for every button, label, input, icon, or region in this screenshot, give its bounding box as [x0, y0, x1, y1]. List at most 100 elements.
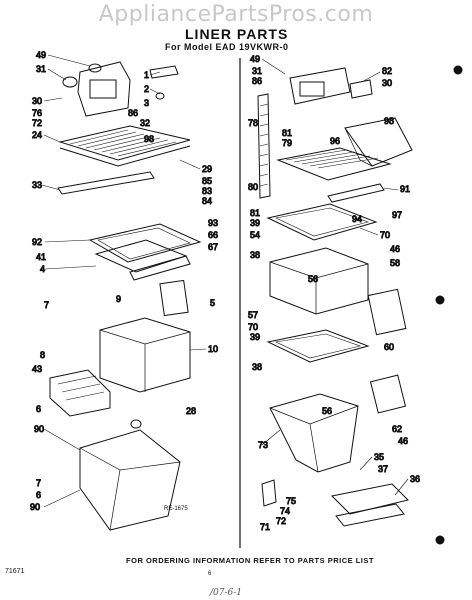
callout: 70: [248, 322, 258, 332]
drawer-bin: [99, 317, 191, 393]
callout: 54: [250, 230, 260, 240]
drawing-code: RE-1675: [164, 506, 188, 512]
callout: 6: [36, 404, 41, 414]
glass-shelf-right: [266, 203, 378, 241]
callout: 67: [208, 242, 218, 252]
control-panel-window: [89, 79, 117, 99]
callout: 31: [36, 64, 46, 74]
top-wire-shelf: [58, 125, 191, 161]
shelf-rail: [129, 255, 191, 281]
callout: 35: [374, 452, 384, 462]
drawer-front-panel: [367, 288, 407, 336]
callout: 49: [36, 50, 46, 60]
shelf-ladder-rail: [257, 93, 271, 199]
callout: 56: [322, 406, 332, 416]
callout: 72: [32, 118, 42, 128]
drawer-front-lower: [369, 374, 407, 414]
callout: 7: [44, 300, 49, 310]
hinge-bracket: [261, 479, 277, 507]
shelf-trim-strip: [57, 171, 155, 195]
shelf-end-cap: [159, 279, 189, 317]
shelf-trim-bottom: [335, 503, 405, 527]
lower-crisper-drawer: [269, 393, 359, 473]
callout: 46: [390, 244, 400, 254]
callout: 78: [248, 118, 258, 128]
corner-dot: [435, 535, 445, 545]
callout-labels: 49 31 30 76 72 24 1 2 3 86 32 98 29 85 8…: [30, 50, 421, 533]
callout: 5: [210, 298, 215, 308]
callout: 39: [250, 332, 260, 342]
corner-dot: [435, 295, 445, 305]
callout: 43: [32, 364, 42, 374]
callout: 3: [144, 98, 149, 108]
glass-shelf-lower: [266, 329, 370, 363]
callout: 29: [202, 164, 212, 174]
screw-part: [155, 92, 165, 100]
callout: 36: [410, 474, 420, 484]
callout: 1: [144, 70, 149, 80]
callout: 32: [140, 118, 150, 128]
callout: 49: [250, 54, 260, 64]
control-housing: [77, 61, 131, 117]
callout: 9: [116, 294, 121, 304]
glass-panel-bottom: [330, 483, 409, 515]
callout: 83: [202, 186, 212, 196]
callout: 56: [308, 274, 318, 284]
bracket-right: [349, 79, 373, 99]
callout: 7: [36, 478, 41, 488]
callout: 72: [276, 516, 286, 526]
shelf-front-rail: [59, 145, 191, 167]
control-housing-right: [289, 67, 351, 105]
callout: 71: [260, 522, 270, 532]
callout: 57: [248, 310, 258, 320]
callout: 41: [36, 252, 46, 262]
callout: 60: [384, 342, 394, 352]
callout: 39: [250, 218, 260, 228]
callout: 81: [282, 128, 292, 138]
callout: 92: [32, 237, 42, 247]
callout: 33: [32, 180, 42, 190]
storage-bin: [79, 429, 181, 531]
callout: 24: [32, 130, 42, 140]
callout: 66: [208, 230, 218, 240]
callout: 37: [378, 464, 388, 474]
callout: 80: [248, 182, 258, 192]
page-mark: 6: [208, 571, 212, 577]
callout: 30: [32, 96, 42, 106]
callout: 30: [382, 78, 392, 88]
callout: 84: [202, 196, 212, 206]
wire-shelf-right: [276, 147, 392, 181]
deli-bin: [344, 117, 413, 167]
callout: 6: [36, 490, 41, 500]
leader-lines: [41, 54, 409, 508]
callout: 38: [252, 362, 262, 372]
trim-strip-right: [327, 183, 385, 203]
callout: 76: [32, 108, 42, 118]
callout: 10: [208, 344, 218, 354]
crisper-drawer: [269, 247, 369, 315]
callout: 96: [330, 136, 340, 146]
callout: 28: [186, 406, 196, 416]
callout: 98: [144, 134, 154, 144]
callout: 91: [400, 184, 410, 194]
callout: 97: [392, 210, 402, 220]
callout: 2: [144, 84, 149, 94]
callout: 70: [380, 230, 390, 240]
callout: 58: [390, 258, 400, 268]
handwritten-mark: /07-6-1: [210, 588, 243, 598]
callout: 73: [258, 440, 268, 450]
ordering-note: FOR ORDERING INFORMATION REFER TO PARTS …: [126, 556, 374, 565]
watermark: AppliancePartsPros.com: [98, 2, 374, 27]
callout: 74: [280, 506, 290, 516]
callout: 86: [128, 108, 138, 118]
control-panel-right: [299, 81, 325, 97]
callout: 86: [252, 76, 262, 86]
sheet-code: 71671: [5, 568, 25, 575]
model-subtitle: For Model EAD 19VKWR-0: [165, 42, 289, 52]
callout: 81: [250, 208, 260, 218]
callout: 79: [282, 138, 292, 148]
ice-cube-tray: [49, 369, 111, 417]
callout: 8: [40, 350, 45, 360]
knob-part: [62, 76, 78, 88]
